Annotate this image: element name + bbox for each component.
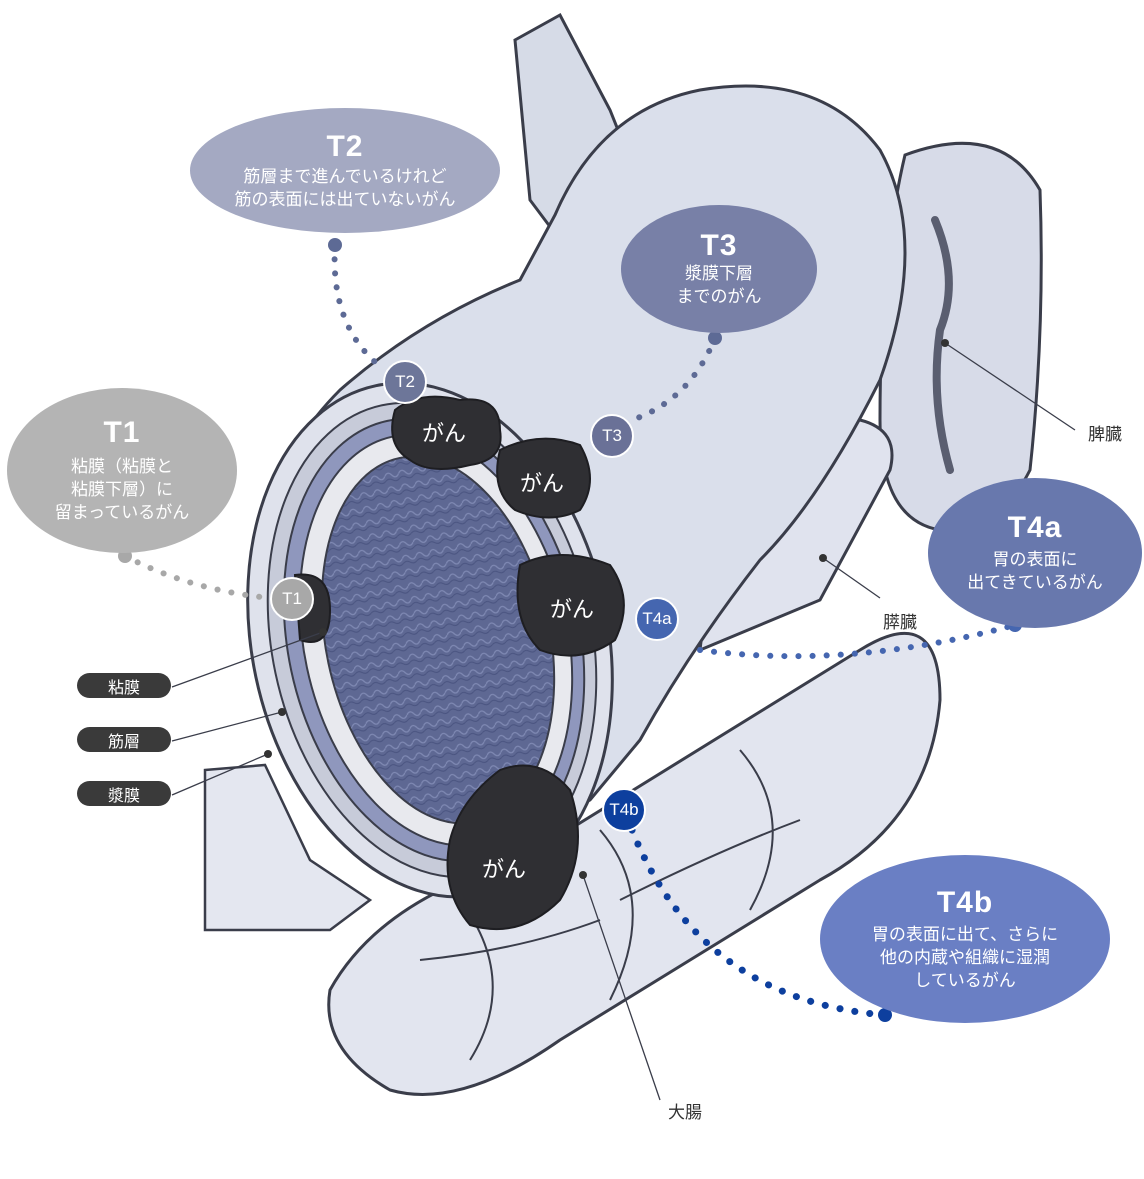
- marker-t1: T1: [270, 577, 314, 621]
- stage-description: 胃の表面に出て、さらに 他の内蔵や組織に湿潤 しているがん: [872, 924, 1058, 993]
- layer-label-serosa: 漿膜: [77, 781, 171, 806]
- stage-description: 漿膜下層 までのがん: [677, 263, 762, 309]
- marker-t4b: T4b: [602, 788, 646, 832]
- tumor-label: がん: [550, 592, 594, 624]
- stage-code: T4b: [937, 886, 993, 920]
- organ-label-pancreas: 膵臓: [883, 608, 917, 633]
- tumor-label: がん: [482, 852, 526, 884]
- marker-t4a: T4a: [635, 597, 679, 641]
- stage-bubble-t2: T2 筋層まで進んでいるけれど 筋の表面には出ていないがん: [190, 108, 500, 233]
- marker-t3: T3: [590, 414, 634, 458]
- organ-label-colon: 大腸: [668, 1098, 702, 1123]
- stage-bubble-t4b: T4b 胃の表面に出て、さらに 他の内蔵や組織に湿潤 しているがん: [820, 855, 1110, 1023]
- marker-t2: T2: [383, 360, 427, 404]
- stage-bubble-t3: T3 漿膜下層 までのがん: [621, 205, 817, 333]
- stage-description: 筋層まで進んでいるけれど 筋の表面には出ていないがん: [235, 166, 456, 212]
- stage-code: T3: [700, 229, 737, 263]
- stage-code: T4a: [1008, 511, 1063, 545]
- stage-code: T1: [103, 416, 140, 450]
- stage-bubble-t4a: T4a 胃の表面に 出てきているがん: [928, 478, 1142, 628]
- spleen-organ: [880, 143, 1041, 530]
- tumor-label: がん: [520, 466, 564, 498]
- stage-code: T2: [326, 130, 363, 164]
- tumor-label: がん: [422, 416, 466, 448]
- dots-t2: [335, 245, 385, 370]
- layer-label-mucosa: 粘膜: [77, 673, 171, 698]
- layer-label-muscle: 筋層: [77, 727, 171, 752]
- organ-label-spleen: 脾臓: [1088, 420, 1122, 445]
- stage-bubble-t1: T1 粘膜（粘膜と 粘膜下層）に 留まっているがん: [7, 388, 237, 553]
- stage-description: 胃の表面に 出てきているがん: [967, 549, 1103, 595]
- stage-description: 粘膜（粘膜と 粘膜下層）に 留まっているがん: [55, 456, 189, 525]
